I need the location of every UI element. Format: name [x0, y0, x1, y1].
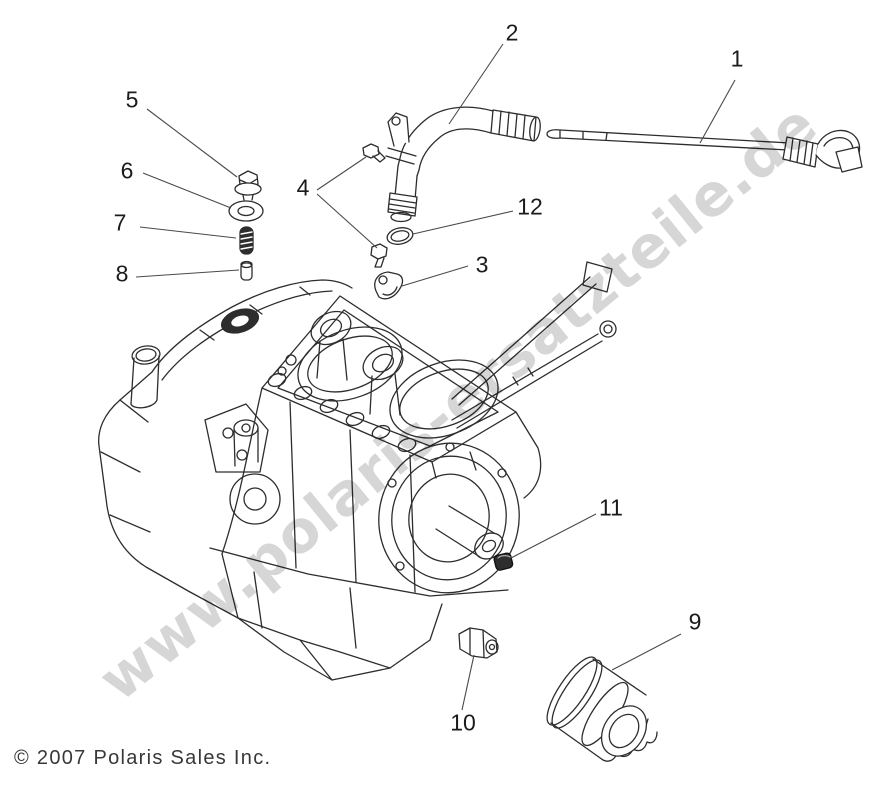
part-flange-bolt [234, 170, 262, 201]
part-bolts [362, 143, 388, 268]
part-oil-fill-tube [385, 106, 541, 223]
part-washer [228, 200, 264, 222]
part-plug [493, 552, 514, 571]
part-bracket [374, 271, 404, 300]
engine-block [98, 261, 617, 681]
part-dowel-pin [240, 260, 253, 281]
part-o-ring [386, 227, 414, 245]
copyright-notice: © 2007 Polaris Sales Inc. [14, 747, 272, 769]
leader-lines [135, 43, 736, 711]
part-spring [239, 226, 254, 255]
part-oil-filter [546, 656, 658, 762]
part-dipstick [546, 129, 863, 173]
part-fitting [458, 627, 499, 659]
